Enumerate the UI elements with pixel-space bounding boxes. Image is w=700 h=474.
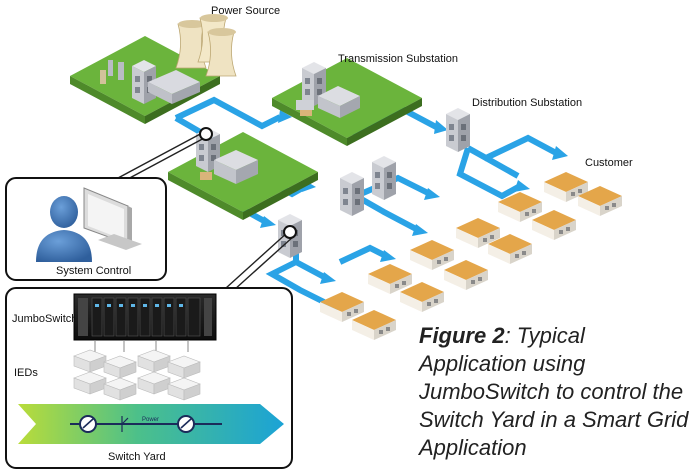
label-distribution-substation: Distribution Substation [472, 97, 582, 109]
figure-number: Figure 2 [419, 323, 505, 348]
switch-yard-box: JumboSwitch [5, 287, 293, 469]
breaker-icon [70, 415, 222, 433]
system-control-box: System Control [5, 177, 167, 281]
label-ieds: IEDs [14, 367, 38, 379]
ied-links [94, 340, 189, 352]
substation-building [372, 156, 396, 200]
label-transmission-substation: Transmission Substation [338, 53, 458, 65]
label-system-control: System Control [56, 265, 131, 277]
substation-icon [168, 128, 318, 220]
connector-lines [117, 131, 295, 291]
distribution-substation-icon [446, 108, 470, 152]
substation-building [340, 172, 364, 216]
transmission-substation-icon [272, 58, 422, 146]
label-power-source: Power Source [211, 5, 280, 17]
power-plant-icon [70, 14, 237, 124]
figure-caption: Figure 2: Typical Application using Jumb… [419, 322, 697, 462]
figure-caption-text: : Typical Application using JumboSwitch … [419, 323, 689, 460]
connector-node [283, 225, 297, 239]
label-power: Power [142, 417, 159, 423]
label-customer: Customer [585, 157, 633, 169]
switch-chassis-icon [73, 293, 217, 341]
label-jumboswitch: JumboSwitch [12, 313, 77, 325]
computer-user-icon [36, 187, 142, 262]
label-switch-yard: Switch Yard [108, 451, 166, 463]
connector-node [199, 127, 213, 141]
customer-houses [320, 172, 622, 340]
